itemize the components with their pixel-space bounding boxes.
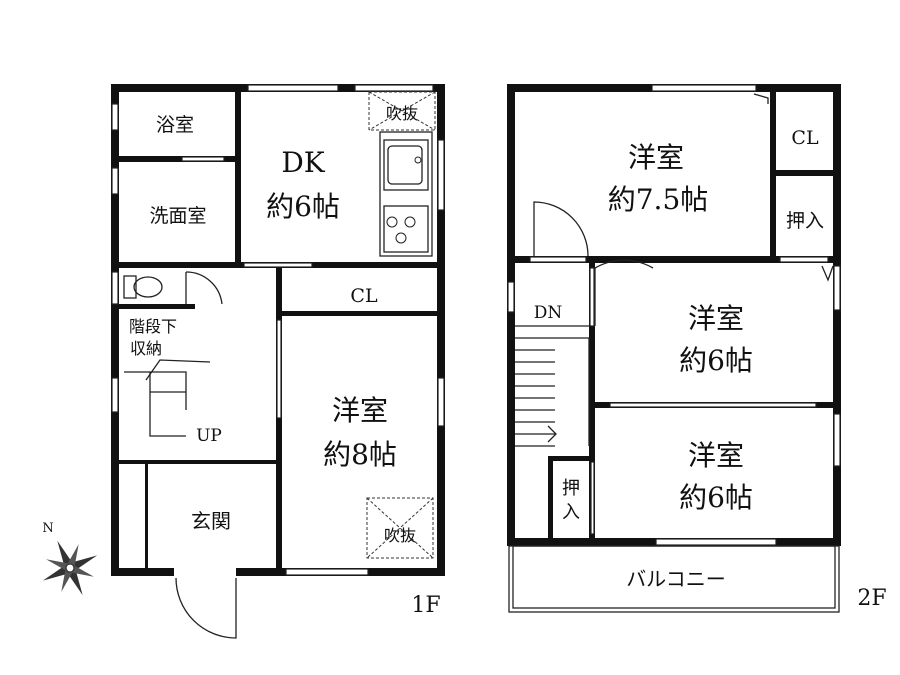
room-label-dk: DK xyxy=(281,146,325,179)
room-size-western-1f: 約8帖 xyxy=(323,438,397,471)
room-size-western-a: 約7.5帖 xyxy=(608,183,709,216)
oshiire-label-bottom: 押 xyxy=(562,478,580,499)
floor-1-labels: 浴室 洗面室 DK 約6帖 吹抜 CL 階段下 収納 UP 洋室 約8帖 吹抜 … xyxy=(129,104,441,618)
room-label-western-a: 洋室 xyxy=(628,141,684,174)
room-label-western-c: 洋室 xyxy=(688,439,744,472)
stair-storage-label: 階段下 xyxy=(129,317,177,336)
room-label-bath: 浴室 xyxy=(156,114,194,136)
floor-1-plan xyxy=(111,84,445,639)
compass-north-label: N xyxy=(42,521,53,536)
stair-storage-label-2: 収納 xyxy=(130,339,162,358)
void-label-top: 吹抜 xyxy=(386,104,418,123)
oshiire-label-bottom-2: 入 xyxy=(562,502,580,523)
room-size-western-c: 約6帖 xyxy=(679,481,753,514)
closet-label-1f: CL xyxy=(350,285,378,307)
room-size-western-b: 約6帖 xyxy=(679,344,753,377)
stairs-down-label: DN xyxy=(534,303,563,323)
balcony-label: バルコニー xyxy=(626,567,726,591)
floor-2-plan xyxy=(507,84,841,613)
stairs-up-label: UP xyxy=(196,426,222,446)
floor-label-2f: 2F xyxy=(857,586,886,611)
floor-2-labels: 洋室 約7.5帖 CL 押入 DN 洋室 約6帖 洋室 約6帖 押 入 バルコニ… xyxy=(534,127,887,611)
compass-rose-icon xyxy=(42,540,98,596)
closet-label-2f: CL xyxy=(791,127,819,149)
floor-label-1f: 1F xyxy=(411,593,440,618)
room-label-entrance: 玄関 xyxy=(191,509,231,533)
oshiire-label-top: 押入 xyxy=(786,210,824,232)
room-size-dk: 約6帖 xyxy=(266,190,340,223)
room-label-washroom: 洗面室 xyxy=(149,205,206,227)
void-label-bottom: 吹抜 xyxy=(384,526,416,545)
room-label-western-b: 洋室 xyxy=(688,302,744,335)
room-label-western-1f: 洋室 xyxy=(332,394,388,427)
